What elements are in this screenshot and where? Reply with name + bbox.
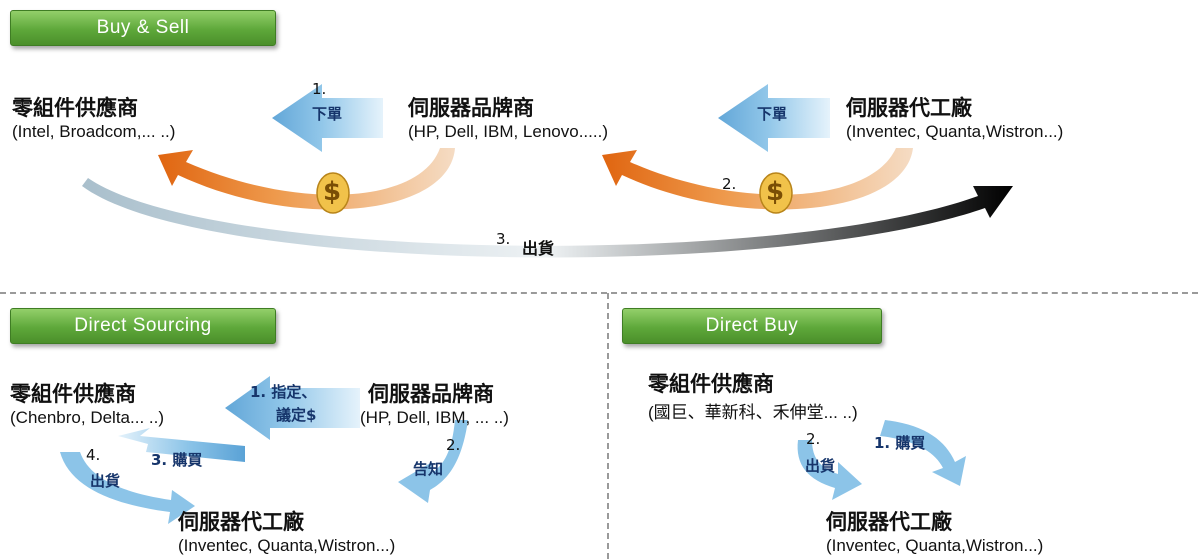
brand-examples: (HP, Dell, IBM, Lenovo.....) xyxy=(408,122,608,141)
buy-sell-badge: Buy & Sell xyxy=(10,10,276,46)
ds-arrow-4-label: 出貨 xyxy=(90,472,121,490)
db-odm-examples: (Inventec, Quanta,Wistron...) xyxy=(826,536,1044,555)
component-supplier-examples: (Intel, Broadcom,... ..) xyxy=(12,122,176,141)
component-supplier-name: 零組件供應商 xyxy=(12,96,138,120)
order-arrow-1 xyxy=(272,84,383,152)
order-arrow-1-label: 下單 xyxy=(312,105,343,123)
direct-buy-arrow-1 xyxy=(880,420,966,486)
brand-name: 伺服器品牌商 xyxy=(408,96,534,120)
db-arrow-2-label: 出貨 xyxy=(805,457,836,475)
ds-arrow-2-number: 2. xyxy=(446,436,461,454)
dollar-sign-icon-2 xyxy=(759,172,793,214)
order-arrow-2 xyxy=(718,84,830,152)
ds-arrow-4-number: 4. xyxy=(86,446,101,464)
ship-arrow-4 xyxy=(60,452,195,524)
direct-buy-badge: Direct Buy xyxy=(622,308,882,344)
vertical-divider xyxy=(607,293,609,559)
dollar-sign-2: $ xyxy=(766,177,785,207)
step-2-number: 2. xyxy=(722,175,737,193)
horizontal-divider xyxy=(0,292,1198,294)
odm-examples: (Inventec, Quanta,Wistron...) xyxy=(846,122,1064,141)
db-arrow-2-number: 2. xyxy=(806,430,821,448)
db-arrow-1-label: 1. 購買 xyxy=(874,434,926,452)
step-3-label: 出貨 xyxy=(522,239,555,258)
order-arrow-2-label: 下單 xyxy=(757,105,788,123)
ds-component-supplier-name: 零組件供應商 xyxy=(10,382,136,406)
odm-name: 伺服器代工廠 xyxy=(846,96,972,120)
ds-component-supplier-examples: (Chenbro, Delta... ..) xyxy=(10,408,165,427)
designate-arrow xyxy=(225,376,360,440)
ds-odm-examples: (Inventec, Quanta,Wistron...) xyxy=(178,536,396,555)
dollar-sign-1: $ xyxy=(323,177,342,207)
notify-arrow xyxy=(398,420,468,503)
dollar-sign-icon-1 xyxy=(316,172,350,214)
db-odm-name: 伺服器代工廠 xyxy=(826,510,952,534)
direct-buy-arrow-2 xyxy=(797,440,862,500)
shipping-arrow xyxy=(82,178,1013,258)
ds-arrow-3-label: 3. 購買 xyxy=(151,451,203,469)
payment-arrow-2 xyxy=(602,148,913,210)
order-arrow-1-number: 1. xyxy=(312,80,327,98)
ds-arrow-1-line2: 議定$ xyxy=(276,406,317,424)
ds-odm-name: 伺服器代工廠 xyxy=(178,510,304,534)
buy-arrow-3 xyxy=(118,428,245,462)
ds-arrow-2-label: 告知 xyxy=(413,460,444,478)
ds-brand-name: 伺服器品牌商 xyxy=(368,382,494,406)
ds-arrow-1-line1: 1. 指定、 xyxy=(250,383,317,401)
ds-brand-examples: (HP, Dell, IBM, ... ..) xyxy=(360,408,509,427)
db-component-supplier-examples: (國巨、華新科、禾伸堂... ..) xyxy=(648,403,858,422)
direct-sourcing-badge: Direct Sourcing xyxy=(10,308,276,344)
payment-arrow-1 xyxy=(158,148,455,210)
step-3-number: 3. xyxy=(496,230,511,248)
db-component-supplier-name: 零組件供應商 xyxy=(648,372,774,396)
